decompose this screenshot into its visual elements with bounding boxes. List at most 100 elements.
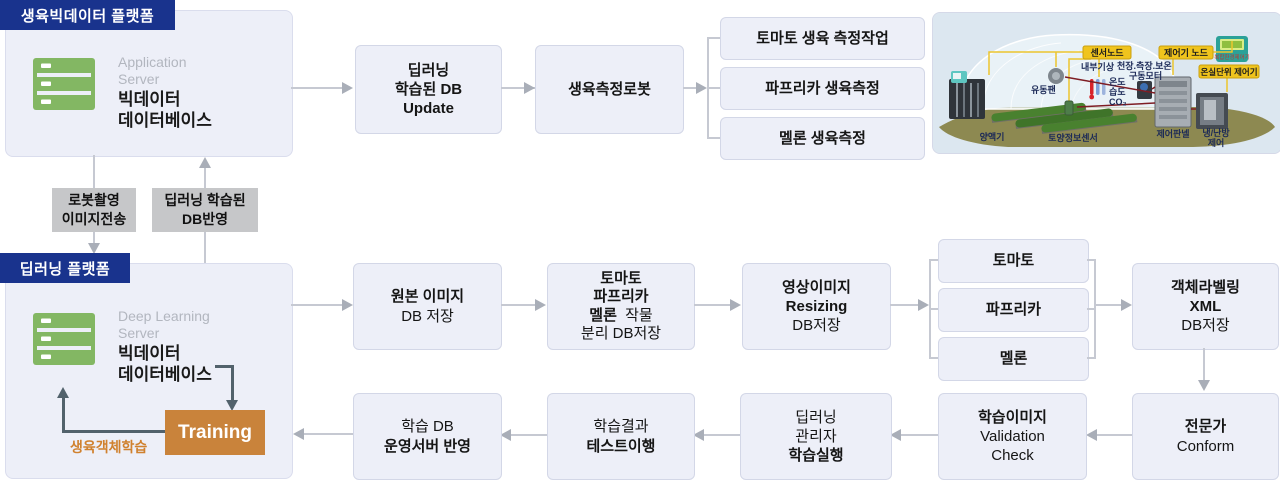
arrow-right-icon <box>696 82 707 94</box>
robot-upload-line1: 로봇촬영 <box>68 192 120 209</box>
connector-line <box>501 87 536 89</box>
bracket-line <box>1087 357 1096 359</box>
dl-server-label-line2: Server <box>118 324 160 341</box>
flow-box-crop-split: 토마토 파프리카 멜론 작물 분리 DB저장 <box>547 263 695 350</box>
training-loop-line <box>215 365 234 368</box>
app-server-label-line2: Server <box>118 70 160 87</box>
deploy-line1: 학습 DB <box>401 418 454 436</box>
smart-greenhouse-image: 복합환경제어기 센서노드 <box>932 12 1280 154</box>
controller-node-chip: 제어기 노드 <box>1158 45 1214 60</box>
arrow-down-dark-icon <box>226 400 238 411</box>
greenhouse-text-labels: 내부기상 천장.측장.보온 구동모터 유동팬 온도 습도 CO₂ 양액기 토양정… <box>980 60 1231 148</box>
crop-rows <box>991 102 1138 134</box>
flow-box-expert-conform: 전문가 Conform <box>1132 393 1279 480</box>
resize-line3: DB저장 <box>792 317 841 335</box>
arrow-right-icon <box>918 299 929 311</box>
arrow-down-icon <box>1198 380 1210 391</box>
growth-robot-label: 생육측정로봇 <box>568 80 651 98</box>
flow-box-resizing: 영상이미지 Resizing DB저장 <box>742 263 891 350</box>
resize-line2: Resizing <box>785 297 848 315</box>
unit-controller-label: 온실단위 제어기 <box>1200 67 1257 77</box>
connector-line <box>890 304 919 306</box>
arrow-right-icon <box>524 82 535 94</box>
growth-platform-title: 생육빅데이터 플랫폼 <box>20 7 155 25</box>
split-line1: 토마토 <box>600 269 642 287</box>
resize-line1: 영상이미지 <box>781 278 851 296</box>
db-reflect-line1: 딥러닝 학습된 <box>164 192 246 209</box>
connector-line <box>901 434 938 436</box>
connector-line <box>1096 304 1122 306</box>
labeling-line3: DB저장 <box>1181 317 1230 335</box>
labeling-line1: 객체라벨링 <box>1170 278 1240 296</box>
co2-label: CO₂ <box>1109 97 1127 107</box>
split-line3-reg: 작물 <box>625 306 653 324</box>
db-update-line2: 학습된 DB <box>394 80 463 98</box>
bracket-line <box>929 357 938 359</box>
bracket-line <box>1094 259 1096 359</box>
bracket-line <box>707 137 720 139</box>
origin-line2: DB 저장 <box>401 307 454 325</box>
unit-controller-chip: 온실단위 제어기 <box>1198 64 1260 79</box>
connector-line <box>511 434 547 436</box>
connector-line <box>1097 434 1132 436</box>
arrow-right-icon <box>535 299 546 311</box>
db-reflect-label: 딥러닝 학습된 DB반영 <box>152 188 258 232</box>
application-server-text: Application Server 빅데이터 데이터베이스 <box>118 54 283 132</box>
connector-line <box>683 87 697 89</box>
validation-line2: Validation <box>980 427 1045 445</box>
deploy-line2: 운영서버 반영 <box>384 437 471 455</box>
dl-bigdata-db-line1: 빅데이터 <box>118 344 181 364</box>
arrow-down-icon <box>88 243 100 254</box>
drive-motor <box>1137 81 1152 99</box>
paprika-measure-label: 파프리카 생육측정 <box>765 79 880 97</box>
flow-box-object-labeling: 객체라벨링 XML DB저장 <box>1132 263 1279 350</box>
validation-line1: 학습이미지 <box>977 408 1047 426</box>
bigdata-db-line1: 빅데이터 <box>118 90 181 110</box>
connector-line <box>704 434 740 436</box>
training-loop-line <box>231 365 234 402</box>
soil-sensor-label: 토양정보센서 <box>1048 132 1098 143</box>
deep-learning-server-icon <box>33 313 95 365</box>
bracket-line <box>707 87 720 89</box>
bigdata-db-line2: 데이터베이스 <box>118 110 212 130</box>
dl-bigdata-db-line2: 데이터베이스 <box>118 364 212 384</box>
panel-label: 제어판넬 <box>1156 128 1189 139</box>
flow-box-paprika: 파프리카 <box>938 288 1089 332</box>
motor-label-line1: 천장.측장.보온 <box>1117 60 1172 71</box>
growth-bigdata-platform-header: 생육빅데이터 플랫폼 <box>0 0 175 30</box>
sensor-node-chip: 센서노드 <box>1082 45 1132 60</box>
arrow-left-icon <box>293 428 304 440</box>
validation-line3: Check <box>991 447 1034 465</box>
split-line3: 멜론 작물 <box>589 307 652 325</box>
dl-platform-title: 딥러닝 플랫폼 <box>19 260 111 278</box>
tomato-measure-label: 토마토 생육 측정작업 <box>756 29 889 47</box>
flow-box-test-execution: 학습결과 테스트이행 <box>547 393 695 480</box>
connector-line <box>694 304 730 306</box>
melon-measure-label: 멜론 생육측정 <box>779 129 866 147</box>
arrow-right-icon <box>342 82 353 94</box>
loop-label-text: 생육객체학습 <box>70 439 148 455</box>
flow-box-deploy-db: 학습 DB 운영서버 반영 <box>353 393 502 480</box>
flow-box-growth-robot: 생육측정로봇 <box>535 45 684 134</box>
origin-line1: 원본 이미지 <box>390 288 465 306</box>
control-signal-lines <box>1064 76 1196 110</box>
flow-box-validation-check: 학습이미지 Validation Check <box>938 393 1087 480</box>
training-loop-line <box>62 398 65 433</box>
arrow-right-icon <box>730 299 741 311</box>
flow-box-origin-image: 원본 이미지 DB 저장 <box>353 263 502 350</box>
arrow-left-icon <box>1086 429 1097 441</box>
db-update-line1: 딥러닝 <box>407 61 450 79</box>
flow-box-admin-training-run: 딥러닝 관리자 학습실행 <box>740 393 892 480</box>
device-label: 복합환경제어기 <box>1214 53 1249 61</box>
labeling-line2: XML <box>1189 297 1222 315</box>
paprika-label: 파프리카 <box>985 301 1042 319</box>
dl-server-label-line1: Deep Learning <box>118 308 210 324</box>
flow-box-melon: 멜론 <box>938 337 1089 381</box>
split-line2: 파프리카 <box>593 288 649 306</box>
arrow-right-icon <box>342 299 353 311</box>
fan-label: 유동팬 <box>1031 84 1056 95</box>
flow-box-db-update: 딥러닝 학습된 DB Update <box>355 45 502 134</box>
connector-line <box>291 304 343 306</box>
connector-line <box>291 87 343 89</box>
melon-label: 멜론 <box>999 350 1028 368</box>
